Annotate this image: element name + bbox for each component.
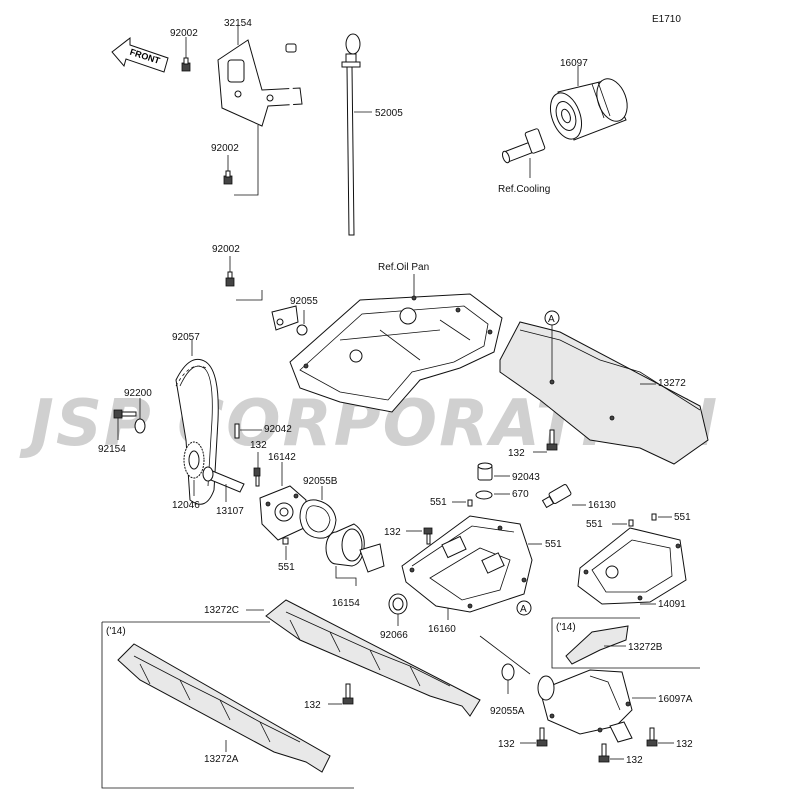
ref-cooling: Ref.Cooling: [498, 184, 550, 195]
label-132-bottom-left: 132: [498, 739, 515, 750]
bolt-92002-top: [181, 57, 191, 72]
pin-551-right-a: [628, 519, 634, 527]
pump-body-16160: [401, 515, 533, 613]
o-ring-92055A: [501, 663, 515, 681]
rotor-16154: [325, 523, 385, 573]
label-14091: 14091: [658, 599, 686, 610]
label-132-baffle: 132: [508, 448, 525, 459]
label-16154: 16154: [332, 598, 360, 609]
pump-body-14091: [577, 527, 687, 605]
year-tag-13272B: ('14): [556, 622, 576, 633]
label-92066: 92066: [380, 630, 408, 641]
pin-92042: [234, 423, 240, 439]
diagram-code: E1710: [652, 14, 681, 25]
label-92002-top: 92002: [170, 28, 198, 39]
label-92002-mid: 92002: [211, 143, 239, 154]
ref-marker-a-bottom: [516, 600, 532, 616]
label-16142: 16142: [268, 452, 296, 463]
dipstick-52005: [341, 33, 361, 236]
label-132-center: 132: [384, 527, 401, 538]
pin-551-pump: [282, 537, 289, 545]
label-132-pump: 132: [250, 440, 267, 451]
shaft-13107: [202, 466, 245, 493]
oil-pan: [289, 293, 503, 413]
label-670: 670: [512, 489, 529, 500]
bolt-132-center: [423, 527, 433, 545]
dipstick-tube: [271, 43, 330, 331]
label-16160: 16160: [428, 624, 456, 635]
gasket-92055B: [299, 499, 337, 539]
label-551-right-b: 551: [674, 512, 691, 523]
bolt-92002-low: [225, 271, 235, 287]
ref-oil-pan: Ref.Oil Pan: [378, 262, 429, 273]
oil-filter-16097: [549, 78, 628, 141]
bolt-132-pump: [253, 467, 261, 487]
bolt-132-lower: [342, 683, 354, 705]
label-551-center-right: 551: [545, 539, 562, 550]
label-16130: 16130: [588, 500, 616, 511]
bolt-92002-mid: [223, 170, 233, 185]
label-92055B: 92055B: [303, 476, 338, 487]
front-arrow-icon: FRONT: [111, 36, 169, 73]
bolt-132-baffle: [546, 429, 558, 451]
bracket-32154: [217, 39, 303, 127]
label-13272: 13272: [658, 378, 686, 389]
bolt-132-bottom-left: [536, 727, 548, 747]
filter-housing-16097A: [537, 669, 633, 743]
label-a-top: A: [548, 314, 555, 325]
o-ring-670: [475, 490, 493, 500]
o-ring-92055: [296, 324, 308, 336]
sensor-16130: [541, 484, 572, 509]
label-92057: 92057: [172, 332, 200, 343]
label-132-bottom-center: 132: [626, 755, 643, 766]
label-52005: 52005: [375, 108, 403, 119]
label-92042: 92042: [264, 424, 292, 435]
label-16097: 16097: [560, 58, 588, 69]
label-92055A: 92055A: [490, 706, 525, 717]
label-132-lower: 132: [304, 700, 321, 711]
cooling-fitting: [502, 128, 546, 164]
collar-92043: [477, 462, 493, 481]
label-551-right-a: 551: [586, 519, 603, 530]
label-13272B: 13272B: [628, 642, 663, 653]
label-12046: 12046: [172, 500, 200, 511]
label-92055: 92055: [290, 296, 318, 307]
label-13272A: 13272A: [204, 754, 239, 765]
label-132-bottom-right: 132: [676, 739, 693, 750]
year-tag-13272A: ('14): [106, 626, 126, 637]
label-a-bottom: A: [520, 604, 527, 615]
panel-13272A: ('14): [101, 621, 354, 789]
label-16097A: 16097A: [658, 694, 693, 705]
label-13272C: 13272C: [204, 605, 239, 616]
pump-cover-16142: [259, 485, 307, 541]
bolt-132-bottom-center: [598, 743, 610, 763]
label-92154: 92154: [98, 444, 126, 455]
pin-551-center-top: [467, 499, 473, 507]
panel-13272B: ('14): [551, 617, 700, 669]
label-92043: 92043: [512, 472, 540, 483]
plug-92066: [388, 593, 408, 615]
sprocket-12046: [183, 441, 205, 479]
label-13107: 13107: [216, 506, 244, 517]
label-32154: 32154: [224, 18, 252, 29]
washer-92200: [134, 418, 146, 434]
pin-551-right-b: [651, 513, 657, 521]
baffle-13272C: [265, 599, 481, 717]
label-92200: 92200: [124, 388, 152, 399]
label-551-center-top: 551: [430, 497, 447, 508]
label-92002-low: 92002: [212, 244, 240, 255]
label-551-pump: 551: [278, 562, 295, 573]
bolt-132-bottom-right: [646, 727, 658, 747]
